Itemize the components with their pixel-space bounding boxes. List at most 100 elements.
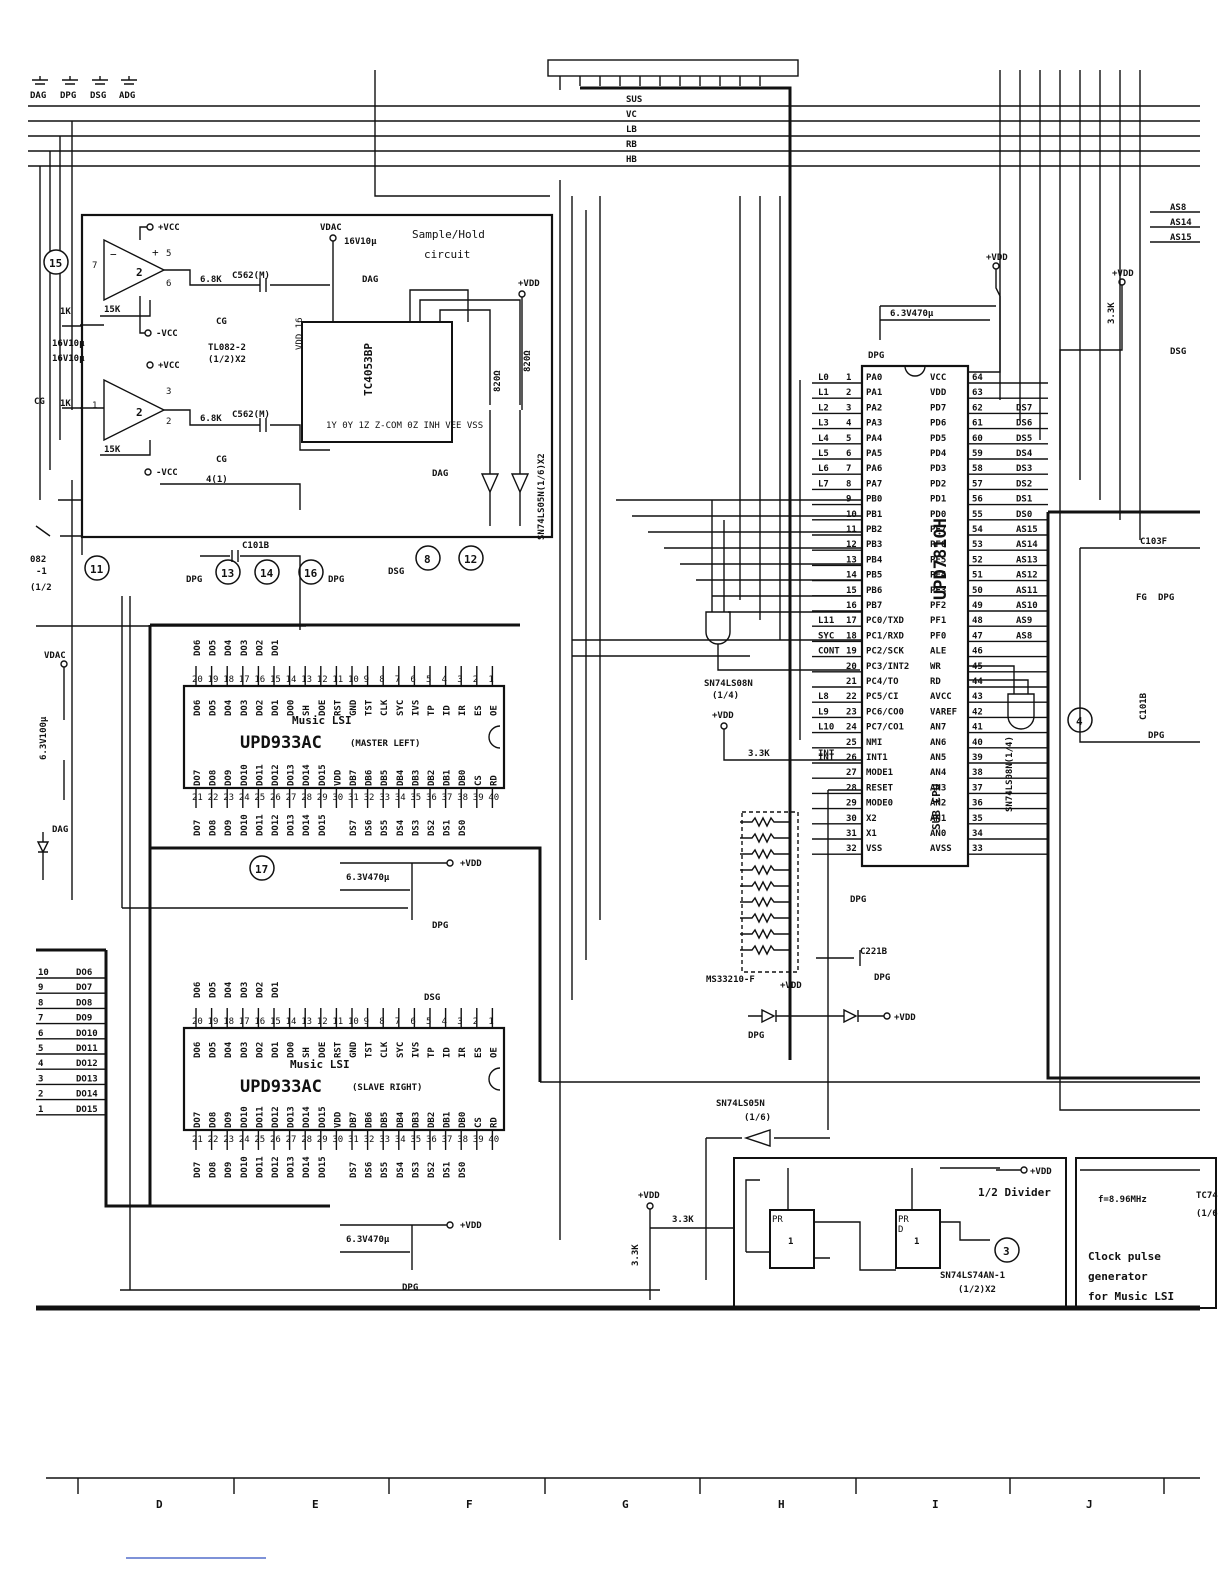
cpu-pin-name: PA3 [866, 419, 882, 429]
svg-text:−: − [110, 248, 117, 261]
cpu-pin-number: 16 [846, 601, 857, 611]
capacitor-label: 6.3V470µ [890, 309, 934, 319]
bus-pin-number: 6 [38, 1029, 43, 1039]
divider-title: 1/2 Divider [978, 1186, 1051, 1199]
lsi-pin-name: DB0 [458, 1112, 468, 1128]
gate-part: SN74LS08N [704, 679, 753, 689]
lsi-pin-name: DO11 [255, 764, 265, 786]
lsi-pin-name: ES [474, 1047, 484, 1058]
cpu-pin-name: X2 [866, 814, 877, 824]
cpu-pin-number: 61 [972, 419, 983, 429]
lsi-pin-number: 29 [317, 793, 328, 803]
svg-text:1: 1 [914, 1237, 919, 1247]
lsi-pin-number: 22 [208, 1135, 219, 1145]
resistor-label: 1K [60, 307, 71, 317]
lsi-pin-name: DB7 [349, 1112, 359, 1128]
ground-label: DPG [850, 895, 866, 905]
lsi-pin-name: CS [474, 1117, 484, 1128]
cpu-pin-name: PA6 [866, 464, 882, 474]
cpu-net-label: DS4 [1016, 449, 1033, 459]
lsi-pin-name: DO6 [193, 700, 203, 716]
lsi-pin-number: 26 [270, 793, 281, 803]
cpu-net-label: AS14 [1016, 540, 1038, 550]
cpu-pin-number: 40 [972, 738, 983, 748]
vcc-label: +VCC [158, 223, 180, 233]
lsi-net-label: DS3 [411, 820, 421, 836]
bus-net-label: DO15 [76, 1105, 98, 1115]
svg-text:(1/2: (1/2 [30, 583, 52, 593]
lsi-pin-number: 13 [301, 1017, 312, 1027]
svg-text:6: 6 [166, 279, 171, 289]
resistor-label: 3.3K [631, 1244, 641, 1266]
buffer: SN74LS05N (1/6) [705, 1099, 830, 1280]
lsi-net-label: DS7 [349, 1162, 359, 1178]
lsi-pin-number: 4 [442, 675, 447, 685]
bus-net-label: DO8 [76, 998, 92, 1008]
svg-text:7: 7 [92, 261, 97, 271]
cpu-net-label: L9 [818, 707, 829, 717]
sample-hold-title: Sample/Hold [412, 228, 485, 241]
cpu-pin-number: 33 [972, 844, 983, 854]
ground-label: DAG [52, 825, 68, 835]
cpu-net-label: L7 [818, 479, 829, 489]
lsi-pin-name: DO5 [209, 1042, 219, 1058]
top-connector [547, 59, 799, 77]
lsi-net-label: DS0 [458, 1162, 468, 1178]
lsi-pin-name: ID [443, 1047, 453, 1058]
cpu-pin-number: 3 [846, 403, 851, 413]
cpu-pin-name: PB0 [866, 495, 882, 505]
cpu-pin-name: AN4 [930, 768, 947, 778]
cpu-net-label: AS13 [1016, 555, 1038, 565]
bus-label: VC [626, 110, 637, 120]
cpu-net-label: SYC [818, 631, 834, 641]
cpu-pin-name: RD [930, 677, 941, 687]
ground-label: CG [216, 455, 227, 465]
divider-part: (1/2)X2 [958, 1285, 996, 1295]
cpu-net-label: AS10 [1016, 601, 1038, 611]
ground-label: DSG [90, 91, 106, 101]
lsi-pin-name: DB3 [411, 1112, 421, 1128]
svg-text:1: 1 [92, 401, 97, 411]
lsi-pin-name: DB2 [427, 1112, 437, 1128]
lsi-pin-number: 4 [442, 1017, 447, 1027]
lsi-pin-number: 7 [395, 675, 400, 685]
cpu-net-label: CONT [818, 647, 840, 657]
lsi-pin-number: 1 [488, 675, 493, 685]
cpu-net-label: DS0 [1016, 510, 1032, 520]
resistor-icon [740, 864, 790, 876]
lsi-pin-number: 38 [457, 1135, 468, 1145]
cpu-pin-name: VSS [866, 844, 882, 854]
divider-box: 1/2 Divider SN74LS74AN-1 (1/2)X2 1 1 PR … [733, 1157, 1067, 1309]
grid-letter: E [312, 1498, 319, 1511]
cpu-pin-number: 18 [846, 631, 857, 641]
cpu-pin-number: 46 [972, 647, 983, 657]
gate-part: (1/4) [712, 691, 739, 701]
lsi-net-label: DO1 [271, 640, 281, 656]
cpu-pin-number: 53 [972, 540, 983, 550]
cpu-net-label: L11 [818, 616, 834, 626]
lsi-pin-number: 21 [192, 793, 203, 803]
bus-net-label: DO9 [76, 1014, 92, 1024]
cpu-pin-number: 56 [972, 495, 983, 505]
callout-number: 8 [424, 553, 431, 566]
ground-label: DPG [1148, 731, 1164, 741]
cpu-pin-name: PC1/RXD [866, 631, 905, 641]
ground-label: DAG [432, 469, 448, 479]
callout-number: 15 [49, 257, 62, 270]
lsi-pin-number: 35 [410, 793, 421, 803]
cpu-pin-name: PA2 [866, 403, 882, 413]
lsi-pin-number: 17 [239, 1017, 250, 1027]
vdd-label: +VDD [518, 279, 540, 289]
capacitor-label: 16V10µ [52, 354, 85, 364]
capacitor-label: C101B [1139, 692, 1149, 720]
callout-number: 13 [221, 567, 234, 580]
resistor-icon [740, 912, 790, 924]
lsi-pin-number: 23 [223, 793, 234, 803]
cpu-net-label: L5 [818, 449, 829, 459]
lsi-pin-name: SH [302, 705, 312, 716]
lsi-pin-name: IVS [411, 700, 421, 716]
bus-label: RB [626, 140, 637, 150]
lsi-pin-number: 6 [410, 1017, 415, 1027]
cpu-pin-name: PD4 [930, 449, 947, 459]
